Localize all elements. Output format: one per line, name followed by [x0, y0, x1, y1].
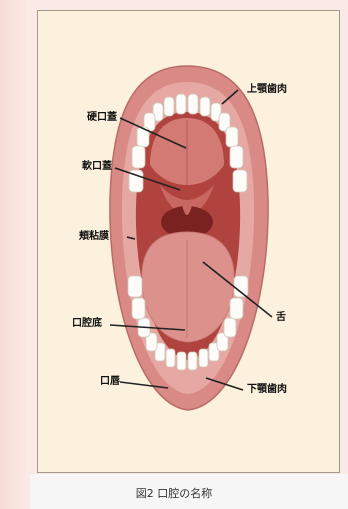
- label-lip: 口唇: [100, 376, 120, 388]
- label-tongue: 舌: [276, 312, 286, 324]
- label-hard-palate: 硬口蓋: [87, 112, 117, 124]
- label-soft-palate: 軟口蓋: [82, 161, 112, 173]
- label-lower-gum: 下顎歯肉: [247, 384, 287, 396]
- label-buccal-mucosa: 頬粘膜: [79, 231, 109, 243]
- figure-caption: 図2 口腔の名称: [0, 485, 348, 501]
- label-mouth-floor: 口腔底: [72, 318, 102, 330]
- label-upper-gum: 上顎歯肉: [247, 84, 287, 96]
